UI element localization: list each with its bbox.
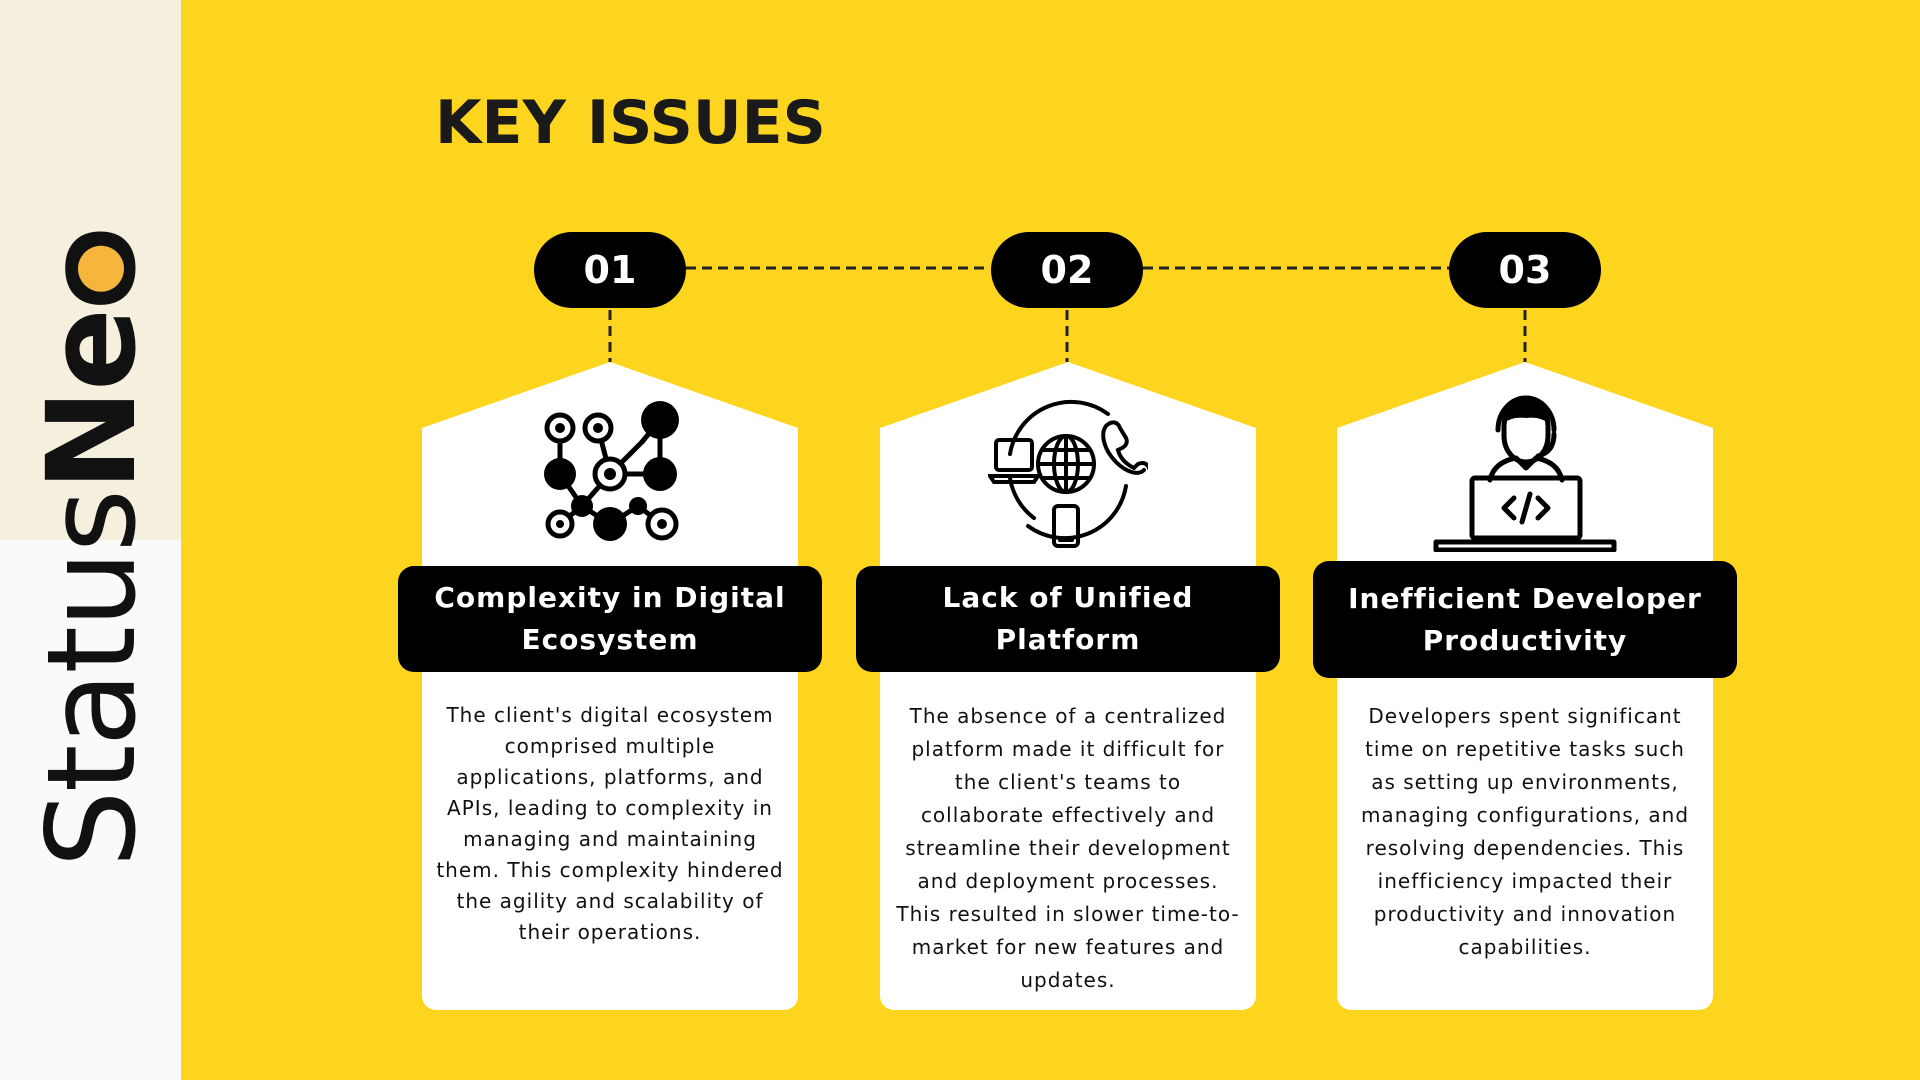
page-title: KEY ISSUES xyxy=(435,88,826,158)
step-title-01: Complexity in Digital Ecosystem xyxy=(398,566,822,672)
network-nodes-icon xyxy=(530,394,690,548)
global-connectivity-icon xyxy=(988,394,1148,550)
step-description-01: The client's digital ecosystem comprised… xyxy=(436,703,784,944)
brand-sidebar: StatusNeo xyxy=(0,0,181,1080)
step-description-02: The absence of a centralized platform ma… xyxy=(896,704,1240,992)
step-number-01: 01 xyxy=(534,232,686,308)
step-description-03: Developers spent significant time on rep… xyxy=(1360,704,1690,959)
step-title-02: Lack of Unified Platform xyxy=(856,566,1280,672)
step-number-03: 03 xyxy=(1449,232,1601,308)
step-number-02: 02 xyxy=(991,232,1143,308)
developer-at-laptop-icon xyxy=(1430,382,1620,552)
step-title-03: Inefficient Developer Productivity xyxy=(1313,561,1737,678)
